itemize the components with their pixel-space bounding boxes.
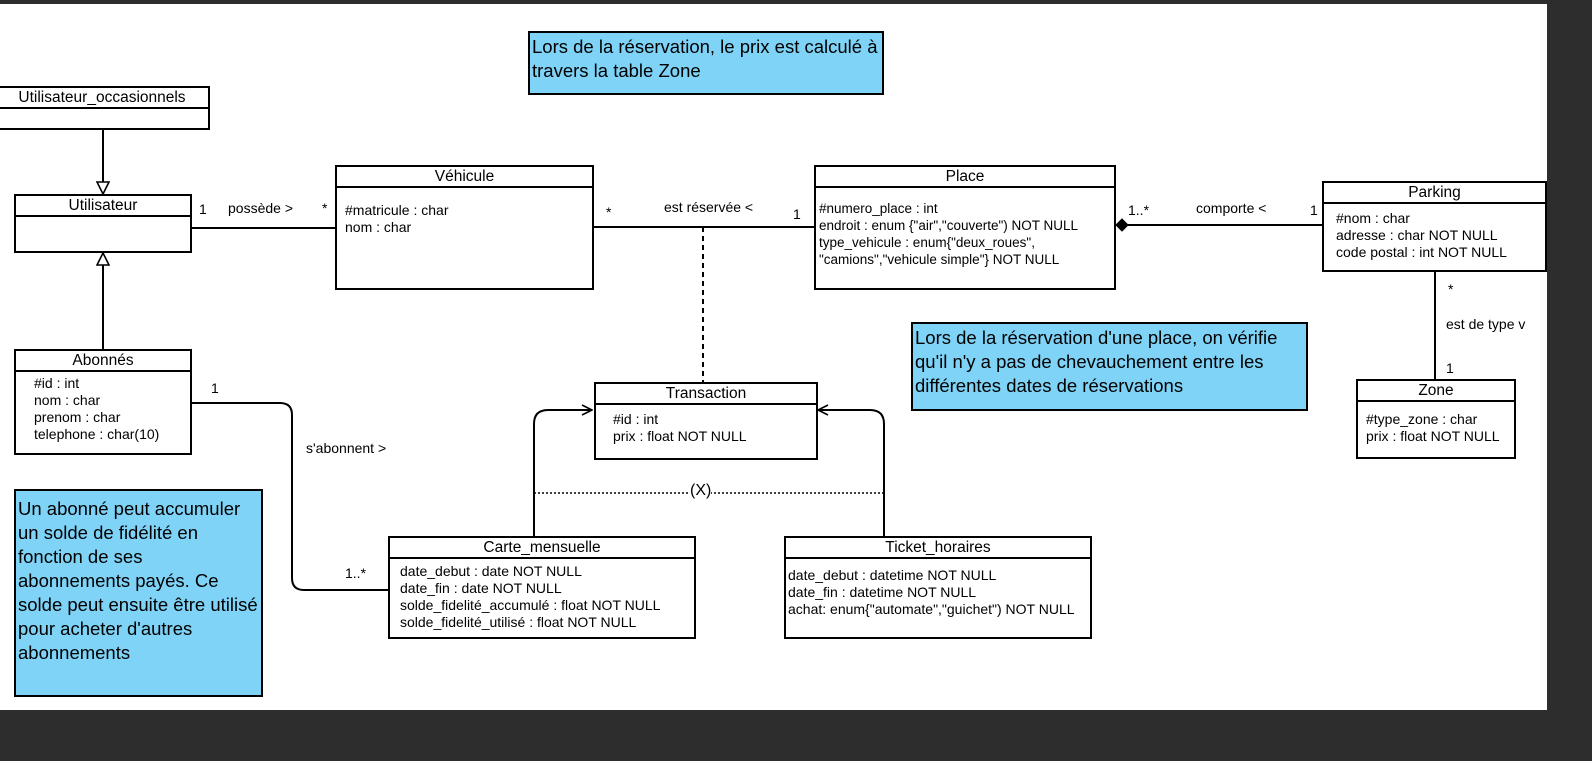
class-name: Carte_mensuelle [390,538,694,559]
s-abonnent-top-mult: 1 [211,380,219,396]
s-abonnent-bottom-mult: 1..* [345,565,367,581]
attr: #id : int [34,375,80,391]
class-name: Place [816,167,1114,188]
comporte-right-mult: 1 [1310,202,1318,218]
est-reservee-right-mult: 1 [793,206,801,222]
attr: endroit : enum {"air","couverte") NOT NU… [819,218,1079,233]
s-abonnent-label: s'abonnent > [306,440,387,456]
attr: #numero_place : int [819,201,938,216]
possede-left-mult: 1 [199,201,207,217]
class-parking[interactable]: Parking #nom : char adresse : char NOT N… [1322,181,1547,272]
attr: #nom : char [1336,210,1410,226]
attr: code postal : int NOT NULL [1336,244,1507,260]
note-chevauchement[interactable]: Lors de la réservation d'une place, on v… [911,322,1308,411]
inherit-ticket-line [818,410,885,536]
attr: date_fin : datetime NOT NULL [788,584,977,600]
possede-label: possède > [228,200,293,216]
exclusion-label: (X) [690,482,712,500]
connector-layer [0,130,1436,591]
class-zone[interactable]: Zone #type_zone : char prix : float NOT … [1356,379,1516,459]
class-name: Zone [1358,381,1514,402]
class-ticket-horaires[interactable]: Ticket_horaires date_debut : datetime NO… [784,536,1092,639]
attr: telephone : char(10) [34,426,160,442]
attr: date_fin : date NOT NULL [400,580,562,596]
attr: prix : float NOT NULL [613,428,747,444]
est-de-type-label: est de type v [1446,316,1526,332]
attr: solde_fidelité_accumulé : float NOT NULL [400,597,661,613]
inherit-carte-line [533,410,592,536]
attr: prenom : char [34,409,121,425]
class-utilisateur-occasionnels[interactable]: Utilisateur_occasionnels [0,86,210,130]
diagram-canvas: Utilisateur_occasionnels Utilisateur Abo… [0,4,1547,710]
attr: nom : char [34,392,101,408]
attr: prix : float NOT NULL [1366,428,1500,444]
frame-right [1547,0,1592,761]
class-name: Ticket_horaires [786,538,1090,559]
class-name: Parking [1324,183,1545,204]
comporte-label: comporte < [1196,200,1267,216]
est-de-type-bottom-mult: 1 [1446,360,1454,376]
class-place[interactable]: Place #numero_place : int endroit : enum… [814,165,1116,290]
attr: achat: enum{"automate","guichet") NOT NU… [788,601,1075,617]
attr: nom : char [345,219,412,235]
note-text: Lors de la réservation, le prix est calc… [532,36,878,81]
attr: adresse : char NOT NULL [1336,227,1498,243]
note-text: Un abonné peut accumuler un solde de fid… [18,498,258,663]
attr: "camions","vehicule simple"} NOT NULL [819,252,1060,267]
class-carte-mensuelle[interactable]: Carte_mensuelle date_debut : date NOT NU… [388,536,696,639]
attr: date_debut : datetime NOT NULL [788,567,997,583]
class-name: Transaction [596,384,816,405]
attr: #id : int [613,411,659,427]
class-name: Utilisateur [16,196,190,217]
possede-right-mult: * [322,200,328,216]
class-utilisateur[interactable]: Utilisateur [14,194,192,253]
est-de-type-top-mult: * [1448,281,1454,297]
note-text: Lors de la réservation d'une place, on v… [915,327,1278,396]
attr: type_vehicule : enum{"deux_roues", [819,235,1035,250]
class-name: Véhicule [337,167,592,188]
note-prix-zone[interactable]: Lors de la réservation, le prix est calc… [528,31,884,95]
attr: #type_zone : char [1366,411,1478,427]
class-abonnes[interactable]: Abonnés #id : int nom : char prenom : ch… [14,349,192,455]
attr: date_debut : date NOT NULL [400,563,582,579]
attr: solde_fidelité_utilisé : float NOT NULL [400,614,637,630]
comporte-left-mult: 1..* [1128,202,1150,218]
class-transaction[interactable]: Transaction #id : int prix : float NOT N… [594,382,818,460]
s-abonnent-line [192,402,388,591]
est-reservee-left-mult: * [606,204,612,220]
attr: #matricule : char [345,202,449,218]
class-vehicule[interactable]: Véhicule #matricule : char nom : char [335,165,594,290]
class-name: Utilisateur_occasionnels [0,88,208,109]
frame-bottom [0,710,1592,761]
class-name: Abonnés [16,351,190,372]
note-fidelite[interactable]: Un abonné peut accumuler un solde de fid… [14,489,263,697]
composition-diamond [1115,218,1129,232]
est-reservee-label: est réservée < [664,199,754,215]
